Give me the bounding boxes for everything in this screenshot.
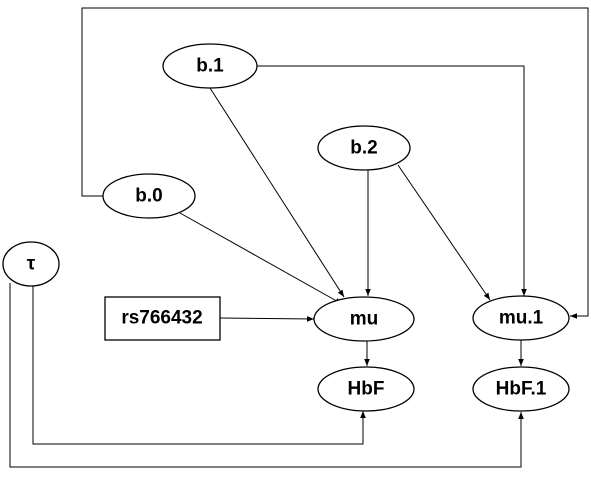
node-mu1: mu.1 bbox=[472, 295, 570, 341]
node-b2-shape bbox=[317, 125, 411, 171]
node-mu1-label: mu.1 bbox=[499, 308, 544, 329]
node-b1: b.1 bbox=[162, 43, 258, 89]
node-hbf-label: HbF bbox=[348, 379, 385, 400]
node-rs766432-label: rs766432 bbox=[121, 308, 202, 329]
edge-b1-to-mu1 bbox=[256, 65, 527, 296]
node-b0-label: b.0 bbox=[135, 186, 162, 207]
node-hbf: HbF bbox=[317, 366, 415, 412]
node-tau-shape bbox=[2, 241, 60, 287]
node-b0-shape bbox=[102, 173, 196, 219]
node-hbf1-label: HbF.1 bbox=[496, 379, 547, 400]
node-mu: mu bbox=[313, 296, 415, 342]
edge-rs-to-mu bbox=[219, 316, 315, 322]
edge-b2-to-mu1 bbox=[397, 164, 491, 301]
node-mu1-shape bbox=[472, 295, 570, 341]
nodes: b.1 b.2 b.0 τ rs766432 mu mu.1 H bbox=[2, 43, 570, 412]
edge-tau-to-hbf1 bbox=[9, 283, 524, 468]
node-mu-shape bbox=[313, 296, 415, 342]
node-b0: b.0 bbox=[102, 173, 196, 219]
node-hbf-shape bbox=[317, 366, 415, 412]
edge-b1-to-mu bbox=[209, 87, 345, 298]
node-b1-label: b.1 bbox=[196, 56, 224, 77]
edges bbox=[9, 7, 589, 468]
node-b1-shape bbox=[162, 43, 258, 89]
node-hbf1-shape bbox=[472, 366, 570, 412]
node-mu-label: mu bbox=[350, 309, 379, 330]
node-tau-label: τ bbox=[27, 254, 36, 275]
edge-b0-to-mu bbox=[179, 212, 343, 305]
edge-tau-to-hbf bbox=[32, 284, 366, 445]
node-tau: τ bbox=[2, 241, 60, 287]
node-rs766432-shape bbox=[104, 296, 221, 341]
node-rs766432: rs766432 bbox=[104, 296, 221, 341]
node-b2-label: b.2 bbox=[350, 138, 377, 159]
node-hbf1: HbF.1 bbox=[472, 366, 570, 412]
node-b2: b.2 bbox=[317, 125, 411, 171]
edge-b0-to-mu1 bbox=[81, 7, 589, 319]
